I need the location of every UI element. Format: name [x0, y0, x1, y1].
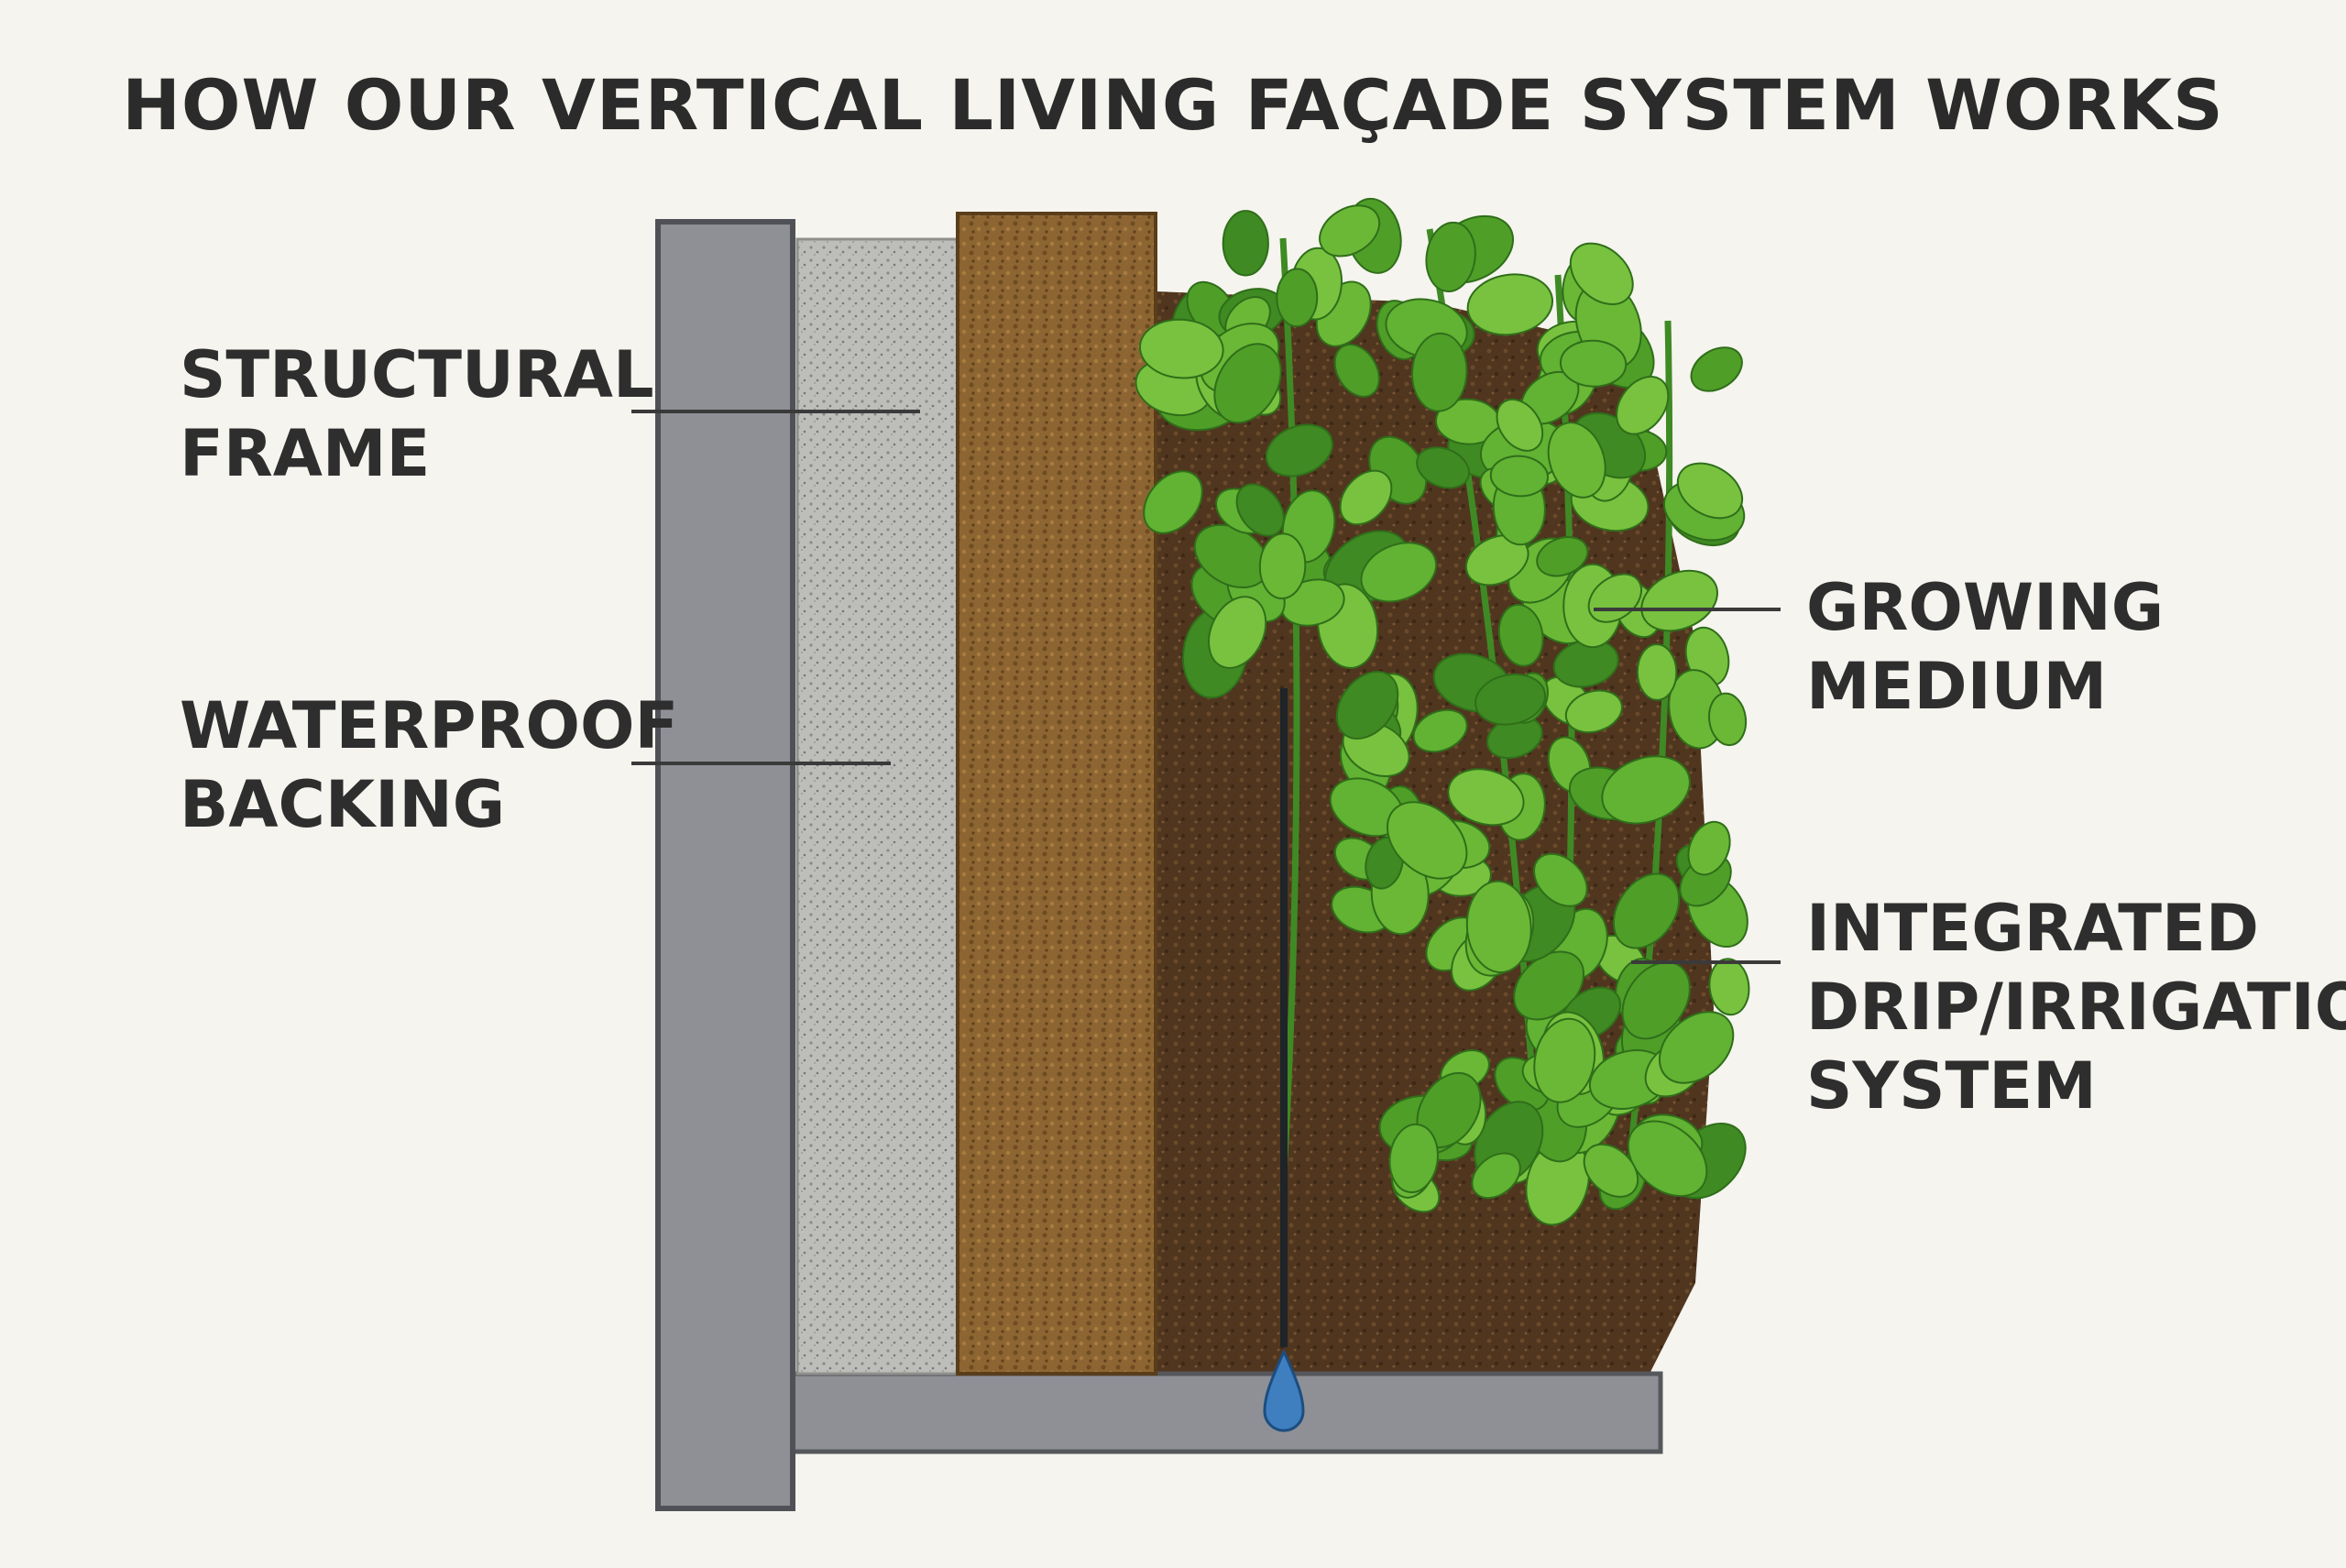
leader-structural-frame	[631, 410, 920, 413]
leaf	[1464, 534, 1529, 587]
label-line: STRUCTURAL	[180, 337, 654, 412]
leaf	[1687, 820, 1731, 876]
leaf	[1258, 532, 1307, 599]
leaf	[1564, 689, 1623, 734]
leaf	[1213, 343, 1282, 424]
label-irrigation-system: INTEGRATED DRIP/IRRIGATION SYSTEM	[1806, 889, 2346, 1125]
leaf	[1388, 1123, 1439, 1193]
plants	[1135, 197, 1750, 1226]
leaf	[1387, 801, 1468, 880]
leader-irrigation	[1631, 960, 1781, 964]
label-line: BACKING	[180, 767, 506, 842]
leaf	[1466, 273, 1554, 336]
leaf	[1138, 318, 1224, 379]
leaf	[1411, 332, 1468, 412]
leaf	[1319, 204, 1381, 258]
structural-frame-column	[655, 219, 795, 1511]
leaf	[1416, 446, 1470, 489]
leaf	[1465, 880, 1532, 974]
leaf	[1559, 339, 1628, 388]
leaf	[1425, 221, 1476, 292]
leaf	[1640, 569, 1718, 632]
leaf	[1208, 596, 1267, 669]
leaf	[1708, 958, 1750, 1016]
leaf	[1547, 422, 1606, 499]
water-drop-icon	[1263, 1348, 1305, 1432]
label-line: WATERPROOF	[180, 688, 679, 763]
leaf	[1447, 768, 1525, 827]
label-line: SYSTEM	[1806, 1048, 2097, 1124]
label-line: FRAME	[180, 416, 431, 491]
leaf	[1621, 960, 1691, 1040]
leaf	[1708, 692, 1748, 747]
leaf	[1676, 462, 1744, 520]
leaf	[1474, 673, 1547, 726]
leaf	[1471, 1152, 1521, 1200]
leaf	[1583, 1143, 1639, 1198]
leaf	[1533, 852, 1588, 907]
leaf	[1690, 346, 1743, 392]
board-layer	[956, 212, 1157, 1376]
leaf	[1496, 398, 1544, 452]
label-structural-frame: STRUCTURAL FRAME	[180, 335, 654, 493]
label-line: INTEGRATED	[1806, 891, 2259, 966]
leaf	[1335, 671, 1399, 740]
leaf	[1536, 536, 1589, 577]
leaf	[1143, 470, 1203, 534]
leaf	[1569, 242, 1634, 305]
label-line: DRIP/IRRIGATION	[1806, 970, 2346, 1045]
leaf	[1601, 755, 1691, 825]
leaf	[1235, 483, 1285, 537]
leaf	[1412, 708, 1468, 753]
leaf	[1533, 1017, 1596, 1103]
leaf	[1497, 603, 1544, 667]
leaf	[1333, 344, 1380, 398]
label-growing-medium: GROWING MEDIUM	[1806, 568, 2164, 726]
label-line: MEDIUM	[1806, 649, 2108, 724]
leaf	[1489, 455, 1549, 498]
plant-stem	[1279, 237, 1300, 1192]
leaf	[1222, 210, 1269, 277]
diagram-title: HOW OUR VERTICAL LIVING FAÇADE SYSTEM WO…	[122, 64, 2224, 146]
leaf	[1276, 268, 1319, 328]
label-line: GROWING	[1806, 570, 2165, 645]
leaf	[1616, 376, 1670, 435]
leaf	[1360, 542, 1438, 603]
bottom-tray	[790, 1371, 1663, 1454]
leader-growing-medium	[1594, 608, 1781, 611]
leaf	[1265, 423, 1333, 477]
leaf	[1339, 469, 1393, 526]
leaf	[1612, 872, 1681, 949]
leaf	[1658, 1011, 1735, 1084]
leaf	[1636, 643, 1678, 701]
leaf	[1627, 1120, 1708, 1198]
leader-waterproof-backing	[631, 762, 891, 765]
label-waterproof-backing: WATERPROOF BACKING	[180, 686, 678, 844]
